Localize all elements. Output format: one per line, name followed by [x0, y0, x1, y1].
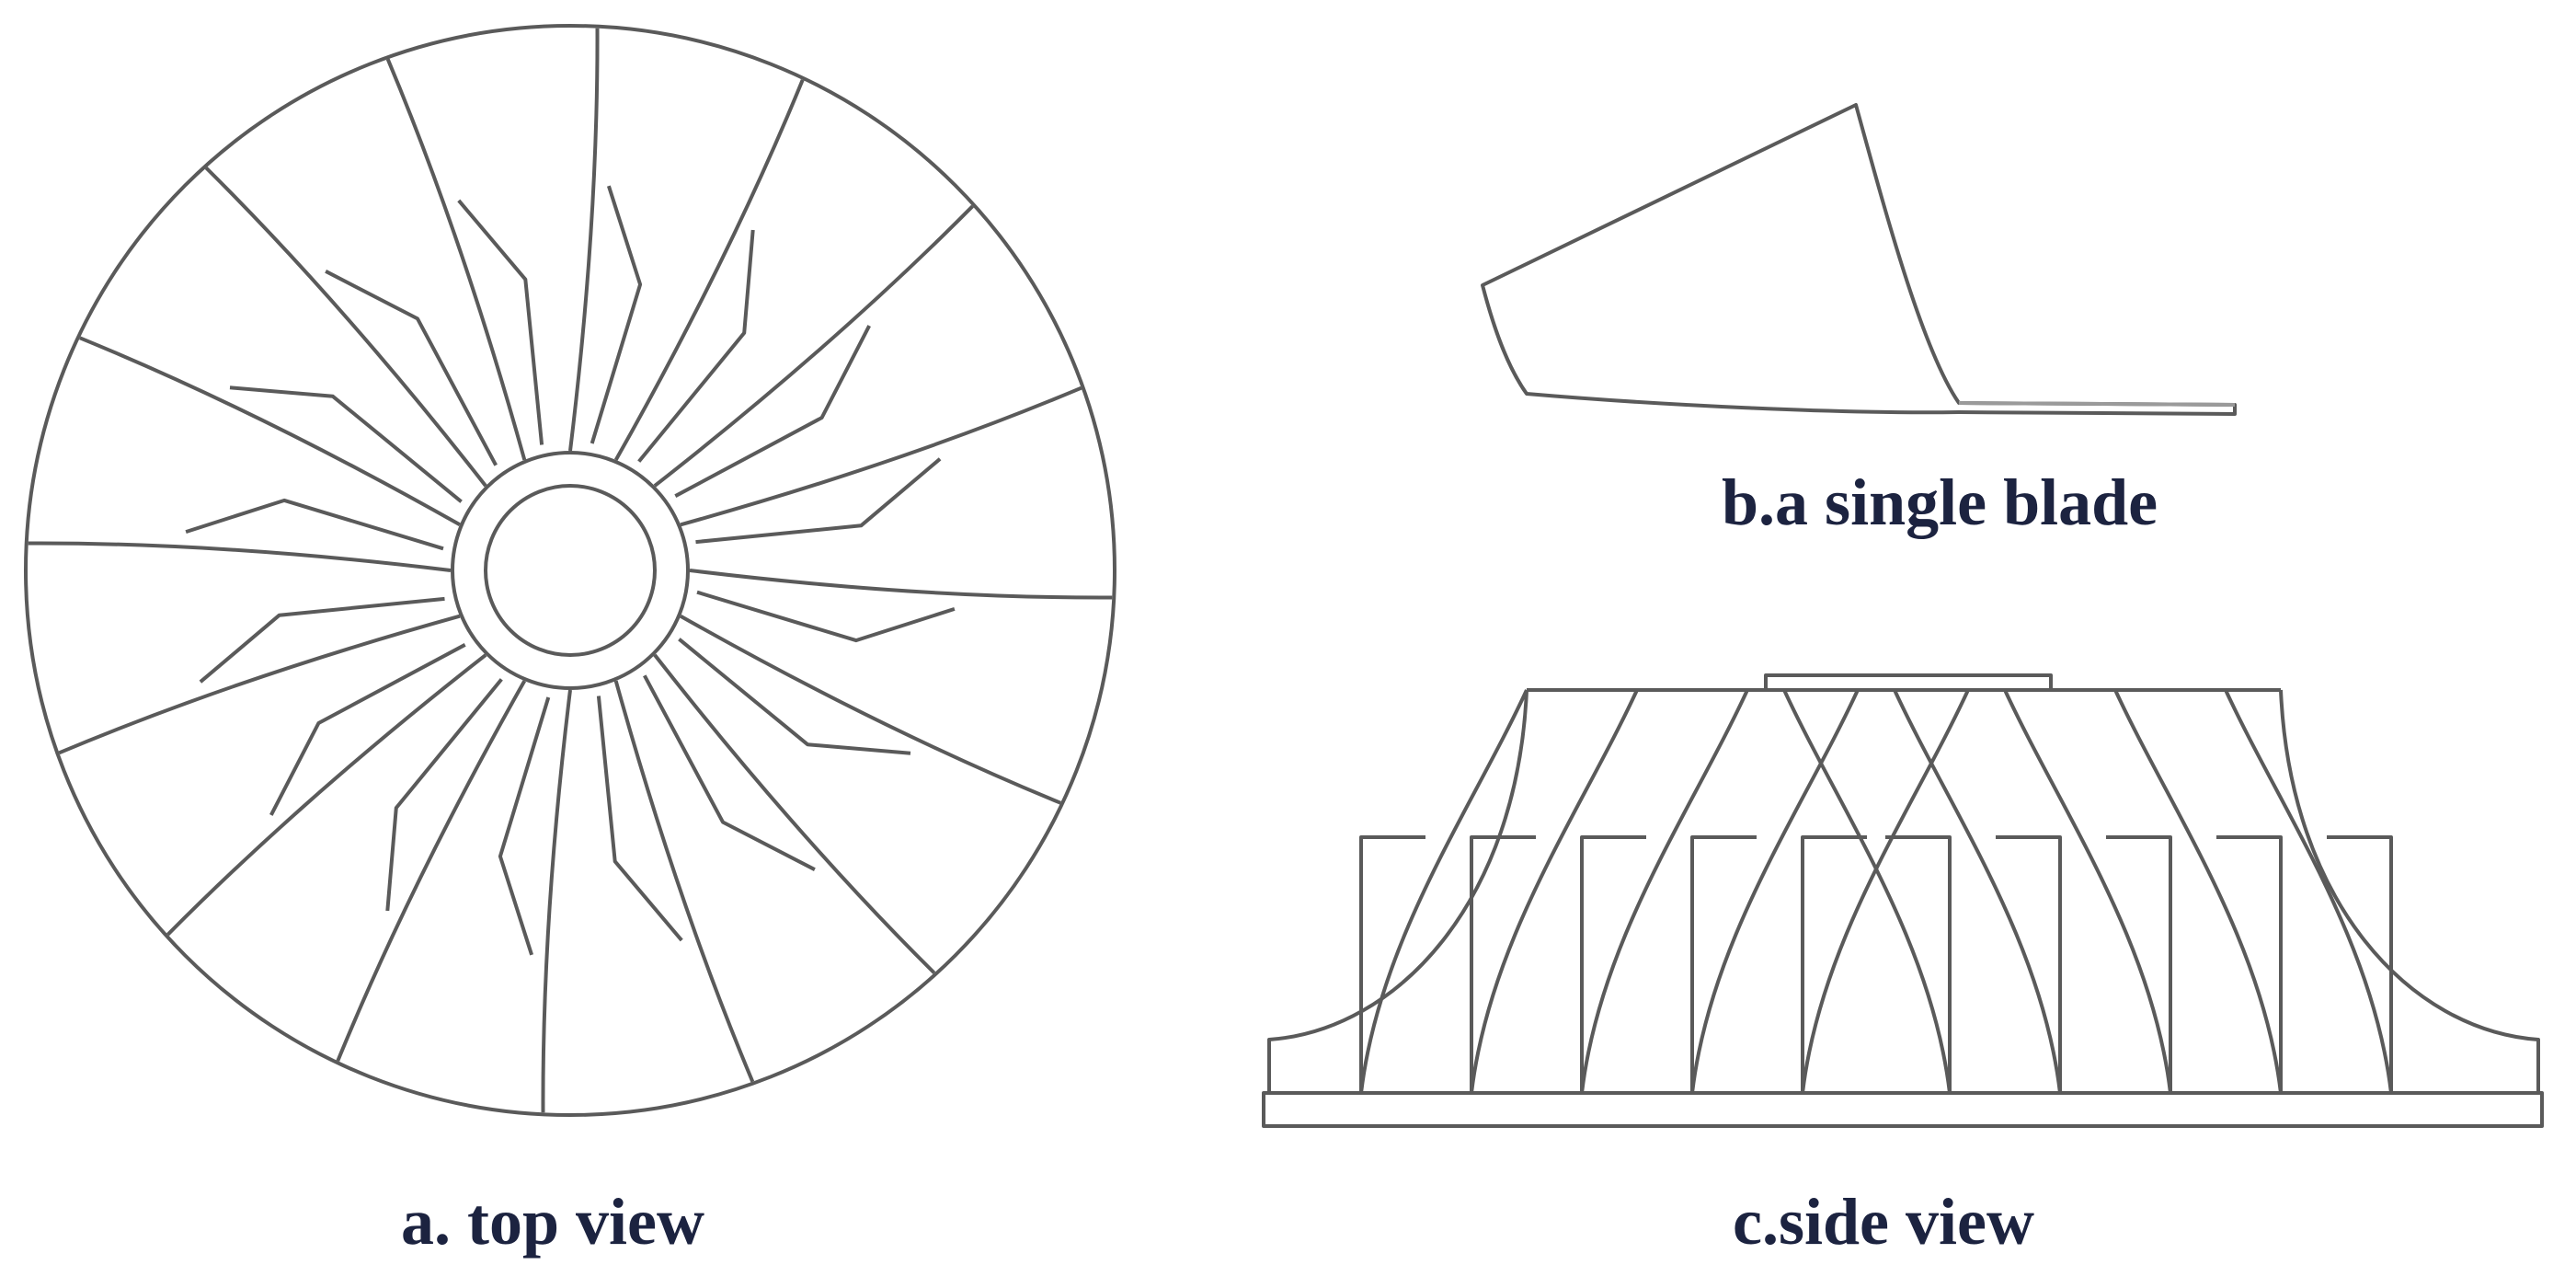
top-view-blade — [166, 653, 487, 937]
top-view-blade — [568, 28, 600, 452]
top-view-blade-face — [637, 229, 755, 463]
top-view-blade — [653, 653, 936, 974]
top-cap — [1764, 673, 2053, 692]
outer-rim — [24, 24, 1116, 1117]
caption-side-view: c.side view — [1733, 1185, 2034, 1259]
side-view-blade-edge — [1885, 835, 1952, 1093]
top-view-blade-face — [696, 590, 956, 643]
top-view-impeller — [24, 24, 1116, 1117]
side-view-blade-curve — [2113, 689, 2283, 1094]
top-view-blade-face — [199, 596, 445, 684]
side-view-blade-curve — [1801, 689, 1970, 1094]
side-view-drawing — [1262, 673, 2544, 1128]
top-view-blade — [680, 385, 1082, 527]
top-view-blade — [541, 689, 572, 1113]
top-view-blade-face — [695, 457, 942, 545]
top-view-blade-face — [229, 385, 463, 503]
side-view-blade-edge — [1996, 835, 2062, 1093]
hub-outer-ring — [451, 451, 690, 690]
hub-contour-left — [1267, 689, 1528, 1093]
top-view-blade — [385, 58, 527, 461]
top-view-blade — [204, 167, 487, 488]
side-view-blade-curve — [1782, 689, 1952, 1094]
side-view-blade-edge — [2216, 835, 2283, 1093]
top-view-blade — [58, 614, 461, 755]
top-view-blade-face — [385, 678, 503, 912]
hub-contour-right — [2279, 689, 2540, 1093]
side-view-blade-curve — [1690, 689, 1860, 1094]
side-view-blade-edge — [1801, 835, 1867, 1093]
top-view-blade — [689, 569, 1113, 600]
top-view-blade — [613, 79, 805, 461]
top-view-blades — [28, 28, 1113, 1113]
top-view-blade — [680, 614, 1061, 805]
side-view-blade-curve — [1470, 689, 1639, 1094]
top-view-blade-face — [498, 696, 551, 956]
top-view-blade-face — [325, 270, 498, 466]
top-view-drawing — [24, 24, 1116, 1117]
side-view-blade-edge — [2106, 835, 2172, 1093]
top-view-blade-face — [643, 674, 816, 871]
top-view-blade-face — [269, 643, 466, 816]
top-view-blade — [613, 680, 755, 1083]
side-view-blade-curve — [2224, 689, 2393, 1094]
top-view-blade-face — [596, 696, 683, 942]
blade-hub-edge — [1958, 401, 2236, 407]
side-view-blade-curve — [2003, 689, 2172, 1094]
blade-outline — [1481, 103, 2237, 416]
top-view-blade-face — [674, 325, 871, 498]
side-view-blade-curve — [1359, 689, 1528, 1094]
top-view-blade — [336, 680, 527, 1062]
caption-single-blade: b.a single blade — [1722, 466, 2158, 539]
top-view-blade-face — [590, 185, 643, 444]
top-view-blade-face — [457, 199, 544, 445]
side-view-blade-edge — [2327, 835, 2393, 1093]
top-view-blade — [28, 541, 452, 572]
side-view-blade-edge — [1470, 835, 1536, 1093]
top-view-blade — [653, 204, 974, 488]
single-blade-drawing — [1481, 103, 2237, 416]
side-view-blade-edge — [1580, 835, 1646, 1093]
caption-top-view: a. top view — [401, 1185, 704, 1259]
top-view-blade-face — [185, 498, 444, 551]
top-view-blade-face — [678, 638, 911, 755]
side-view-blade-curve — [1893, 689, 2062, 1094]
side-view-blades — [1359, 689, 2393, 1094]
hub-inner-ring — [484, 484, 657, 657]
top-view-blade — [79, 336, 461, 527]
base-plate — [1262, 1091, 2544, 1128]
side-view-blade-curve — [1580, 689, 1749, 1094]
side-view-blade-edge — [1690, 835, 1757, 1093]
side-view-blade-edge — [1359, 835, 1425, 1093]
